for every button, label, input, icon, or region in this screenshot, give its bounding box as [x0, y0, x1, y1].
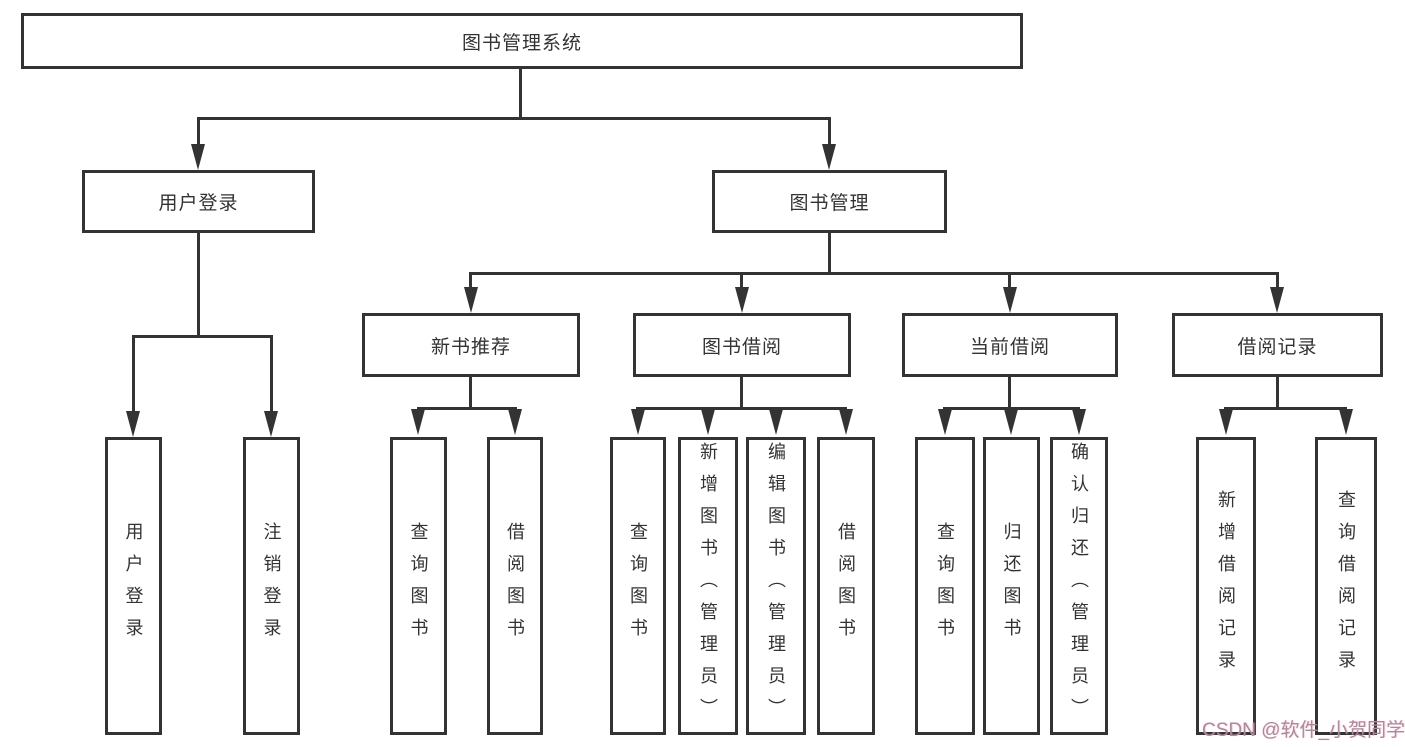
leaf-query-books-borrow-label: 查询图书	[628, 522, 648, 650]
connector-line	[197, 117, 831, 120]
leaf-edit-books-admin-label: 编辑图书（管理员）	[766, 442, 786, 730]
arrowhead-down-icon	[1004, 409, 1018, 435]
leaf-borrow-books-recommend: 借阅图书	[487, 437, 543, 735]
leaf-query-books-current: 查询图书	[915, 437, 975, 735]
connector-line	[417, 407, 517, 410]
connector-line	[469, 272, 472, 288]
node-book-management-label: 图书管理	[789, 193, 870, 214]
connector-line	[519, 69, 522, 118]
connector-line	[1276, 272, 1279, 288]
leaf-query-books-recommend-label: 查询图书	[408, 522, 429, 650]
csdn-watermark: CSDN @软件_小贺同学	[1202, 720, 1405, 741]
connector-line	[470, 272, 1279, 275]
node-root-label: 图书管理系统	[461, 32, 582, 54]
arrowhead-down-icon	[411, 409, 425, 435]
arrowhead-down-icon	[631, 409, 645, 435]
connector-line	[828, 233, 831, 274]
connector-line	[132, 335, 273, 338]
arrowhead-down-icon	[701, 409, 715, 435]
leaf-logout-login-label: 注销登录	[261, 522, 282, 650]
node-new-book-recommendation-label: 新书推荐	[430, 336, 511, 358]
arrowhead-down-icon	[1003, 287, 1017, 313]
leaf-borrow-books-recommend-label: 借阅图书	[505, 522, 525, 650]
connector-line	[740, 272, 743, 288]
leaf-add-borrow-record: 新增借阅记录	[1196, 437, 1256, 735]
connector-line	[132, 335, 135, 413]
node-user-login: 用户登录	[82, 170, 315, 233]
connector-line	[1224, 407, 1347, 410]
leaf-add-books-admin: 新增图书（管理员）	[678, 437, 738, 735]
node-new-book-recommendation: 新书推荐	[362, 313, 580, 377]
arrowhead-down-icon	[191, 144, 205, 170]
node-current-borrowing-label: 当前借阅	[969, 336, 1050, 358]
arrowhead-down-icon	[839, 409, 853, 435]
connector-line	[636, 407, 847, 410]
leaf-add-borrow-record-label: 新增借阅记录	[1216, 490, 1236, 682]
arrowhead-down-icon	[464, 287, 478, 313]
connector-line	[943, 407, 1080, 410]
connector-line	[1276, 377, 1279, 409]
arrowhead-down-icon	[126, 411, 140, 437]
leaf-query-books-current-label: 查询图书	[935, 522, 955, 650]
arrowhead-down-icon	[1072, 409, 1086, 435]
connector-line	[469, 377, 472, 409]
arrowhead-down-icon	[1339, 409, 1353, 435]
arrowhead-down-icon	[938, 409, 952, 435]
leaf-edit-books-admin: 编辑图书（管理员）	[746, 437, 806, 735]
arrowhead-down-icon	[735, 287, 749, 313]
connector-line	[740, 377, 743, 409]
leaf-logout-login: 注销登录	[243, 437, 300, 735]
arrowhead-down-icon	[1219, 409, 1233, 435]
arrowhead-down-icon	[1270, 287, 1284, 313]
connector-line	[828, 117, 831, 147]
arrowhead-down-icon	[769, 409, 783, 435]
arrowhead-down-icon	[822, 144, 836, 170]
leaf-add-books-admin-label: 新增图书（管理员）	[698, 442, 718, 730]
node-borrowing-records-label: 借阅记录	[1237, 336, 1318, 358]
node-book-borrowing: 图书借阅	[633, 313, 851, 377]
leaf-user-login: 用户登录	[105, 437, 162, 735]
connector-line	[197, 117, 200, 147]
leaf-confirm-return-admin: 确认归还（管理员）	[1050, 437, 1108, 735]
node-current-borrowing: 当前借阅	[902, 313, 1118, 377]
leaf-return-books-label: 归还图书	[1001, 522, 1022, 650]
leaf-query-books-borrow: 查询图书	[610, 437, 666, 735]
leaf-borrow-books-borrow-label: 借阅图书	[836, 522, 856, 650]
leaf-user-login-label: 用户登录	[123, 522, 144, 650]
connector-line	[1008, 272, 1011, 288]
leaf-confirm-return-admin-label: 确认归还（管理员）	[1069, 442, 1089, 730]
node-user-login-label: 用户登录	[158, 193, 239, 214]
arrowhead-down-icon	[264, 411, 278, 437]
connector-line	[1008, 377, 1011, 409]
node-root: 图书管理系统	[21, 13, 1023, 69]
connector-line	[270, 335, 273, 413]
leaf-return-books: 归还图书	[983, 437, 1040, 735]
leaf-query-borrow-record-label: 查询借阅记录	[1336, 490, 1356, 682]
leaf-borrow-books-borrow: 借阅图书	[817, 437, 875, 735]
connector-line	[197, 233, 200, 336]
node-book-management: 图书管理	[712, 170, 947, 233]
leaf-query-borrow-record: 查询借阅记录	[1315, 437, 1377, 735]
node-borrowing-records: 借阅记录	[1172, 313, 1383, 377]
arrowhead-down-icon	[508, 409, 522, 435]
leaf-query-books-recommend: 查询图书	[390, 437, 447, 735]
node-book-borrowing-label: 图书借阅	[701, 336, 782, 358]
